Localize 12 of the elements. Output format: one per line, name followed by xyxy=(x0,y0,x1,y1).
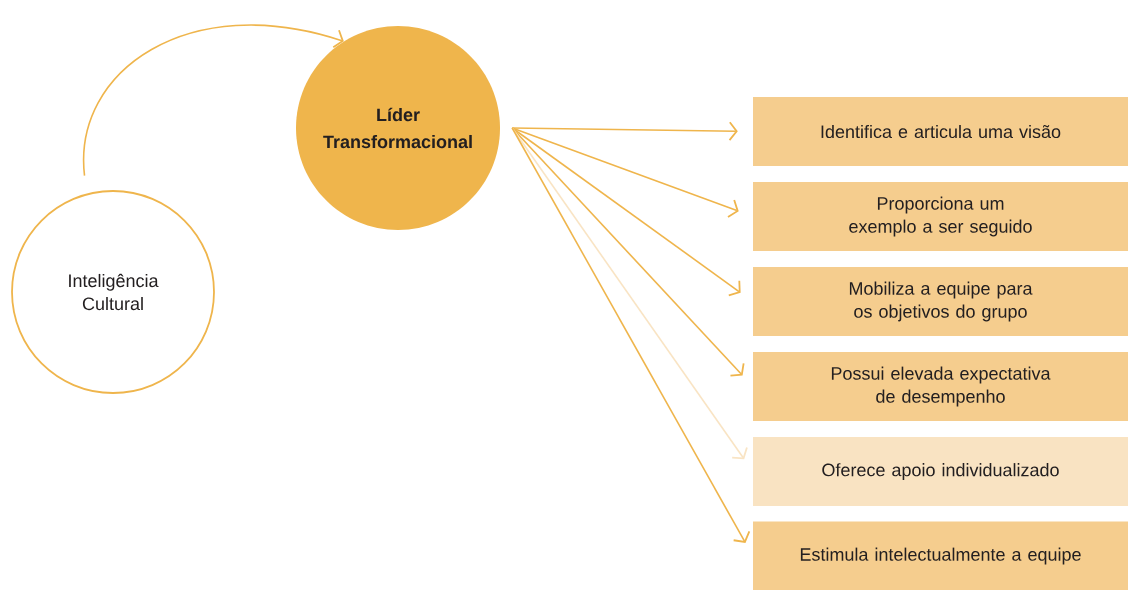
trait-box: Estimula intelectualmente a equipe xyxy=(753,521,1128,590)
arrow xyxy=(511,127,745,377)
arrow xyxy=(511,127,751,543)
trait-box: Possui elevada expectativa de desempenho xyxy=(753,352,1128,421)
trait-box: Oferece apoio individualizado xyxy=(753,437,1128,506)
arrow xyxy=(511,127,739,218)
trait-box: Identifica e articula uma visão xyxy=(753,97,1128,166)
arrow xyxy=(511,121,738,142)
trait-box: Proporciona um exemplo a ser seguido xyxy=(753,182,1128,251)
trait-box: Mobiliza a equipe para os objetivos do grupo xyxy=(753,267,1128,336)
arrow xyxy=(511,127,748,460)
arrow xyxy=(83,24,344,177)
